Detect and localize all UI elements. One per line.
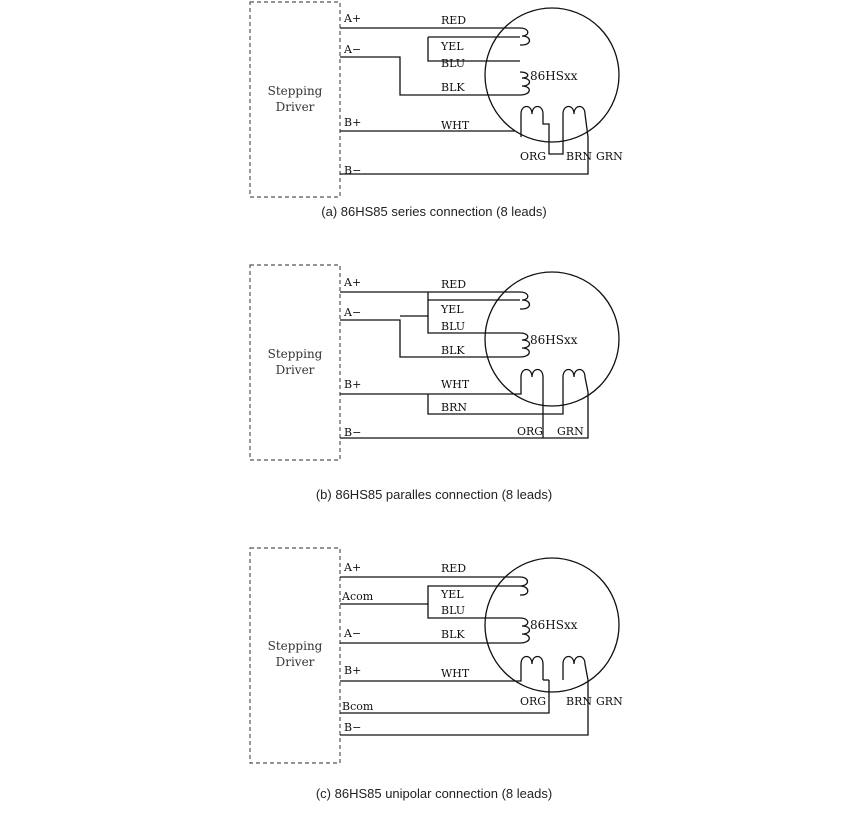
wire-label-blu: BLU bbox=[441, 320, 465, 333]
caption: (c) 86HS85 unipolar connection (8 leads) bbox=[316, 786, 552, 801]
pin-b-minus: B− bbox=[344, 721, 361, 734]
wire-label-yel: YEL bbox=[440, 40, 464, 53]
wire-label-brn: BRN bbox=[441, 401, 467, 414]
wire-label-grn: GRN bbox=[596, 695, 623, 708]
pin-b-minus: B− bbox=[344, 164, 361, 177]
coil-a2 bbox=[519, 71, 531, 96]
pin-a-minus: A− bbox=[343, 43, 361, 56]
wire-label-yel: YEL bbox=[440, 303, 464, 316]
coil-b1 bbox=[520, 655, 544, 680]
driver-label-line1: Stepping bbox=[268, 84, 323, 98]
caption: (b) 86HS85 paralles connection (8 leads) bbox=[316, 487, 552, 502]
wire-label-red: RED bbox=[441, 562, 466, 575]
wire-label-wht: WHT bbox=[441, 378, 470, 391]
coil-a1 bbox=[519, 291, 531, 310]
driver-label-line1: Stepping bbox=[268, 639, 323, 653]
wire-label-grn: GRN bbox=[596, 150, 623, 163]
pin-b-plus: B+ bbox=[344, 116, 361, 129]
pin-a-plus: A+ bbox=[343, 276, 361, 289]
coil-a2 bbox=[519, 332, 531, 358]
pin-b-plus: B+ bbox=[344, 664, 361, 677]
pin-a-minus: A− bbox=[343, 306, 361, 319]
wire-label-brn: BRN bbox=[566, 695, 592, 708]
wire-label-yel: YEL bbox=[440, 588, 464, 601]
coil-a1 bbox=[519, 576, 529, 596]
driver-label-line2: Driver bbox=[276, 100, 315, 114]
wire-label-blu: BLU bbox=[441, 57, 465, 70]
pin-a-minus: A− bbox=[343, 627, 361, 640]
driver-box bbox=[249, 1, 341, 198]
diagram-series: Stepping Driver 86HSxx A+ A− B+ B− RED Y… bbox=[249, 1, 623, 219]
pin-bcom: Bcom bbox=[342, 700, 374, 713]
wire-label-wht: WHT bbox=[441, 119, 470, 132]
wire-label-blk: BLK bbox=[441, 81, 465, 94]
motor-label: 86HSxx bbox=[530, 69, 578, 83]
wire-label-org: ORG bbox=[517, 425, 543, 438]
motor-circle bbox=[484, 271, 620, 407]
motor-circle bbox=[484, 557, 620, 693]
driver-box bbox=[249, 547, 341, 764]
coil-b2 bbox=[562, 368, 589, 393]
caption: (a) 86HS85 series connection (8 leads) bbox=[321, 204, 546, 219]
diagram-unipolar: Stepping Driver 86HSxx A+ Acom A− B+ Bco… bbox=[249, 547, 623, 801]
wire-label-red: RED bbox=[441, 14, 466, 27]
motor-label: 86HSxx bbox=[530, 618, 578, 632]
wires bbox=[340, 27, 589, 175]
wires bbox=[340, 291, 589, 439]
pin-a-plus: A+ bbox=[343, 561, 361, 574]
coil-b1 bbox=[520, 105, 550, 137]
motor-label: 86HSxx bbox=[530, 333, 578, 347]
coil-a1 bbox=[519, 27, 531, 46]
wire-label-wht: WHT bbox=[441, 667, 470, 680]
wire-label-red: RED bbox=[441, 278, 466, 291]
driver-label-line1: Stepping bbox=[268, 347, 323, 361]
motor-circle bbox=[484, 7, 620, 143]
wires bbox=[340, 576, 589, 736]
coil-b2 bbox=[562, 655, 589, 681]
diagram-parallel: Stepping Driver 86HSxx A+ A− B+ B− RED Y… bbox=[249, 264, 620, 502]
wire-label-org: ORG bbox=[520, 695, 546, 708]
driver-box bbox=[249, 264, 341, 461]
pin-b-plus: B+ bbox=[344, 378, 361, 391]
driver-label-line2: Driver bbox=[276, 655, 315, 669]
wire-label-grn: GRN bbox=[557, 425, 584, 438]
driver-label-line2: Driver bbox=[276, 363, 315, 377]
wire-label-blk: BLK bbox=[441, 628, 465, 641]
wire-label-blk: BLK bbox=[441, 344, 465, 357]
coil-a2 bbox=[519, 617, 531, 644]
pin-b-minus: B− bbox=[344, 426, 361, 439]
wire-label-org: ORG bbox=[520, 150, 546, 163]
coil-b1 bbox=[520, 368, 544, 392]
wire-label-brn: BRN bbox=[566, 150, 592, 163]
wire-label-blu: BLU bbox=[441, 604, 465, 617]
pin-a-plus: A+ bbox=[343, 12, 361, 25]
coil-b2 bbox=[562, 105, 589, 138]
pin-acom: Acom bbox=[341, 590, 374, 603]
